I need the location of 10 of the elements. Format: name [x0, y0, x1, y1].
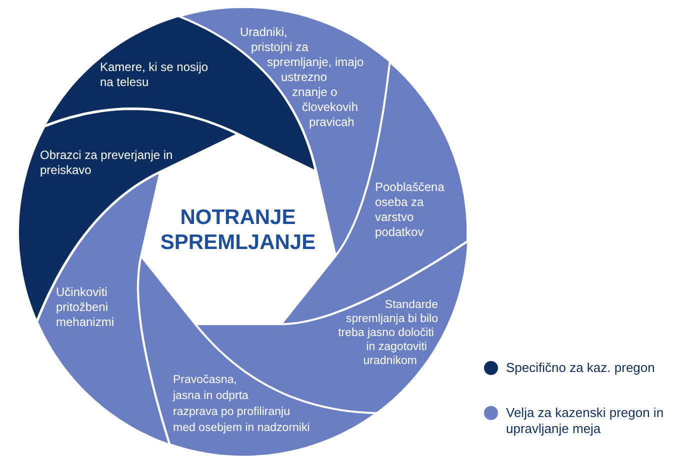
legend-label: Velja za kazenski pregon in upravljanje meja	[506, 405, 665, 437]
blade-label: Standarde spremljanja bi bilo treba jasno določiti in zagotoviti uradnikom	[337, 298, 438, 369]
blade-label: Obrazci za preverjanje in preiskavo	[40, 148, 174, 178]
blade-label: Uradniki, pristojni za spremljanje, imajo ustrezno znanje o človekovih pravicah	[240, 24, 365, 131]
legend-label: Specifično za kaz. pregon	[506, 360, 656, 376]
blade-label: Pravočasna, jasna in odprta razprava po profiliranju med osebjem in nadzorniki	[172, 372, 311, 436]
blade-label: Kamere, ki se nosijo na telesu	[100, 60, 210, 90]
blade-label: Pooblaščena oseba za varstvo podatkov	[374, 180, 446, 240]
center-title: NOTRANJE SPREMLJANJE	[159, 205, 317, 255]
blade-label: Učinkoviti pritožbeni mehanizmi	[56, 284, 116, 330]
